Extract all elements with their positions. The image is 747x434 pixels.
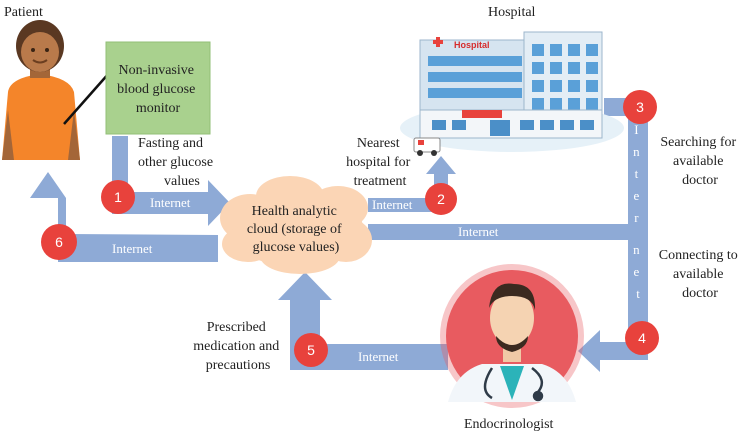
stethoscope-icon	[483, 367, 544, 402]
monitor-label: Non-invasive blood glucose monitor	[117, 63, 199, 116]
internet-label-vertical: I n t e r n e t	[633, 122, 643, 301]
svg-text:2: 2	[437, 191, 445, 207]
arrow-cloud-to-patient	[30, 172, 218, 262]
internet-label-cloud-line: Internet	[458, 224, 499, 239]
note-searching: Searching for available doctor	[660, 135, 739, 188]
hospital-cross-icon	[433, 37, 443, 47]
step-4-marker: 4	[625, 321, 659, 355]
hospital-sign: Hospital	[454, 40, 490, 50]
svg-text:6: 6	[55, 234, 63, 250]
arrow-monitor-to-cloud	[112, 136, 230, 226]
note-prescribed: Prescribed medication and precautions	[193, 320, 282, 373]
endocrinologist-title: Endocrinologist	[464, 417, 554, 432]
patient-title: Patient	[4, 5, 43, 20]
svg-text:5: 5	[307, 342, 315, 358]
svg-text:1: 1	[114, 189, 122, 205]
note-connecting: Connecting to available doctor	[659, 248, 741, 301]
arrow-network-to-doctor	[578, 330, 648, 372]
arrow-cloud-to-network	[368, 224, 632, 240]
note-nearest-hospital: Nearest hospital for treatment	[346, 136, 414, 189]
step-5-marker: 5	[294, 333, 328, 367]
internet-label-step1: Internet	[150, 195, 191, 210]
health-analytic-cloud	[220, 176, 372, 274]
monitor-connector-line	[63, 71, 111, 125]
ambulance-icon	[413, 137, 441, 156]
svg-text:4: 4	[638, 330, 646, 346]
svg-text:3: 3	[636, 99, 644, 115]
internet-label-step2: Internet	[372, 197, 413, 212]
step-1-marker: 1	[101, 180, 135, 214]
internet-label-step6: Internet	[112, 241, 153, 256]
hospital-building-icon	[400, 31, 624, 152]
note-fasting: Fasting and other glucose values	[138, 136, 217, 189]
step-3-marker: 3	[623, 90, 657, 124]
hospital-windows	[428, 44, 598, 110]
hospital-title: Hospital	[488, 5, 536, 20]
internet-label-step5: Internet	[358, 349, 399, 364]
doctor-icon	[440, 264, 584, 408]
patient-icon	[2, 20, 80, 160]
step-6-marker: 6	[41, 224, 77, 260]
step-2-marker: 2	[425, 183, 457, 215]
glucose-monitor-box	[105, 41, 211, 135]
arrow-hospital-to-doctor-search	[604, 98, 648, 340]
cloud-label: Health analytic cloud (storage of glucos…	[247, 204, 345, 255]
